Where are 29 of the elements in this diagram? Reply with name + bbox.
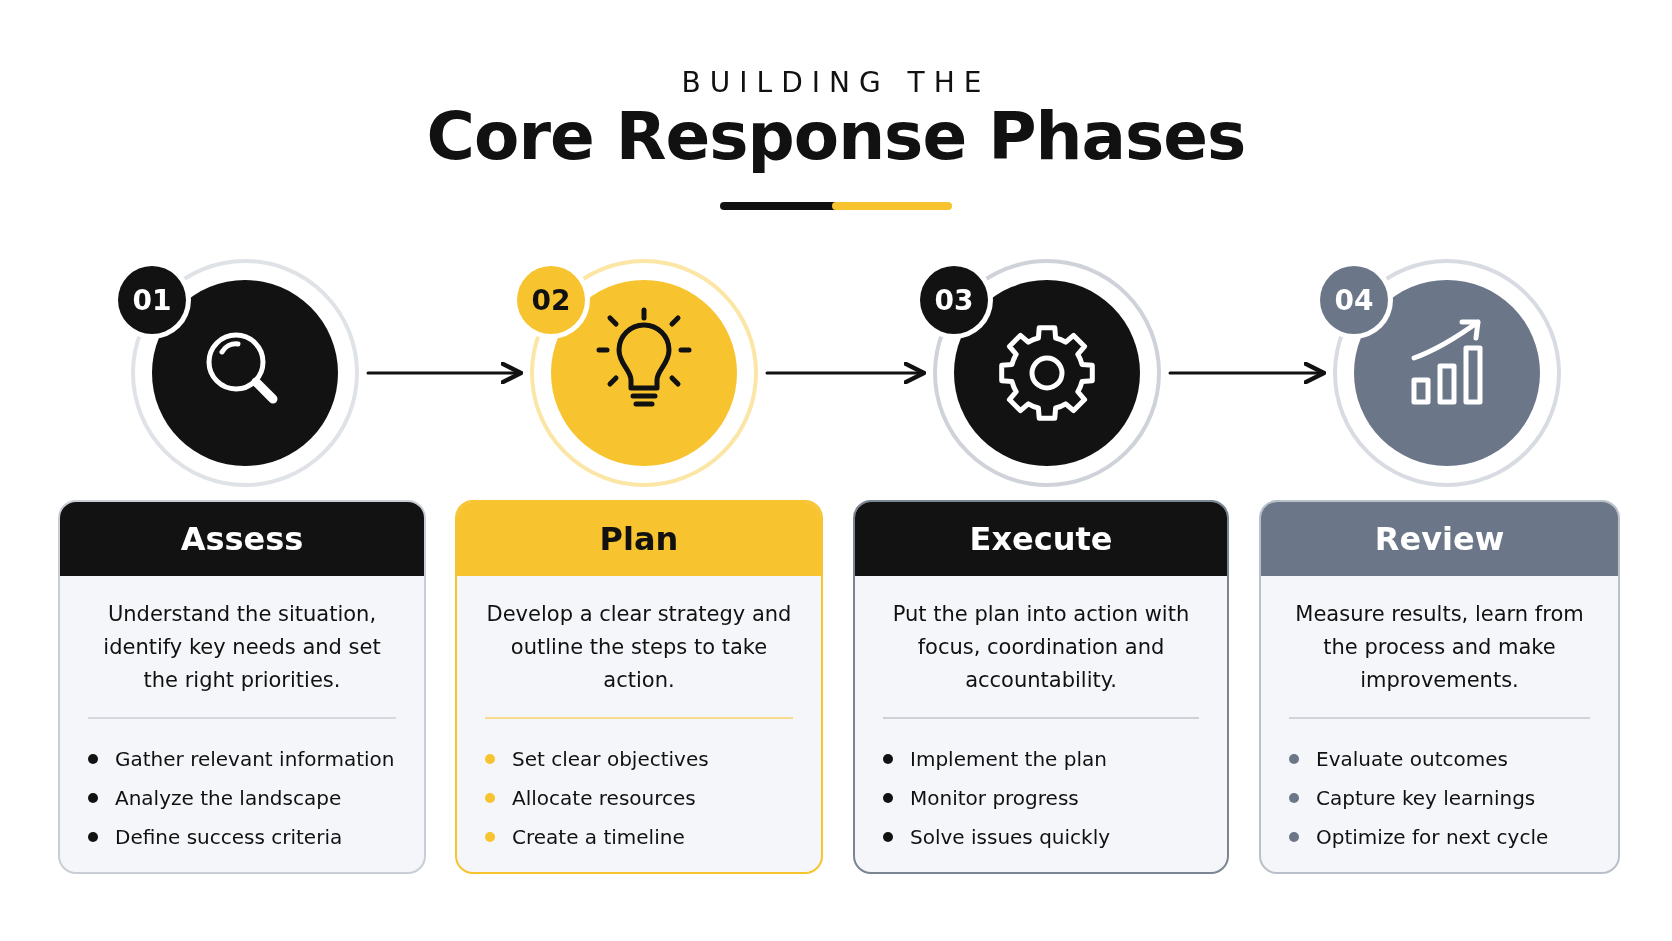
phase-title: Execute bbox=[969, 520, 1113, 558]
list-item: Create a timeline bbox=[512, 824, 685, 849]
phase-title: Review bbox=[1374, 520, 1505, 558]
list-item: Monitor progress bbox=[910, 785, 1079, 810]
phase-description: Develop a clear strategy and outline the steps to take action. bbox=[485, 601, 793, 694]
list-item: Implement the plan bbox=[910, 746, 1107, 771]
phase-card bbox=[1259, 500, 1620, 874]
list-item: Allocate resources bbox=[512, 785, 696, 810]
phase-description: Measure results, learn from the process and make improvements. bbox=[1294, 601, 1585, 694]
main-title: Core Response Phases bbox=[425, 98, 1247, 175]
list-item: Optimize for next cycle bbox=[1316, 824, 1549, 849]
list-item: Analyze the landscape bbox=[115, 785, 342, 810]
list-item: Set clear objectives bbox=[512, 746, 709, 771]
arrow bbox=[366, 361, 524, 385]
arrow bbox=[765, 361, 927, 385]
list-item: Capture key learnings bbox=[1316, 785, 1536, 810]
list-item: Solve issues quickly bbox=[910, 824, 1111, 849]
phase-title: Assess bbox=[180, 520, 304, 558]
list-item: Gather relevant information bbox=[115, 746, 395, 771]
phase-card bbox=[853, 500, 1229, 874]
phase-card bbox=[455, 500, 823, 874]
list-item: Evaluate outcomes bbox=[1316, 746, 1508, 771]
kicker-text: BUILDING THE bbox=[680, 66, 992, 99]
phase-description: Put the plan into action with focus, coordination and accountability. bbox=[891, 601, 1191, 694]
list-item: Define success criteria bbox=[115, 824, 343, 849]
phase-title: Plan bbox=[599, 520, 679, 558]
phase-card bbox=[58, 500, 426, 874]
arrow bbox=[1168, 361, 1327, 385]
phase-description: Understand the situation, identify key needs and set the right priorities. bbox=[102, 601, 382, 694]
